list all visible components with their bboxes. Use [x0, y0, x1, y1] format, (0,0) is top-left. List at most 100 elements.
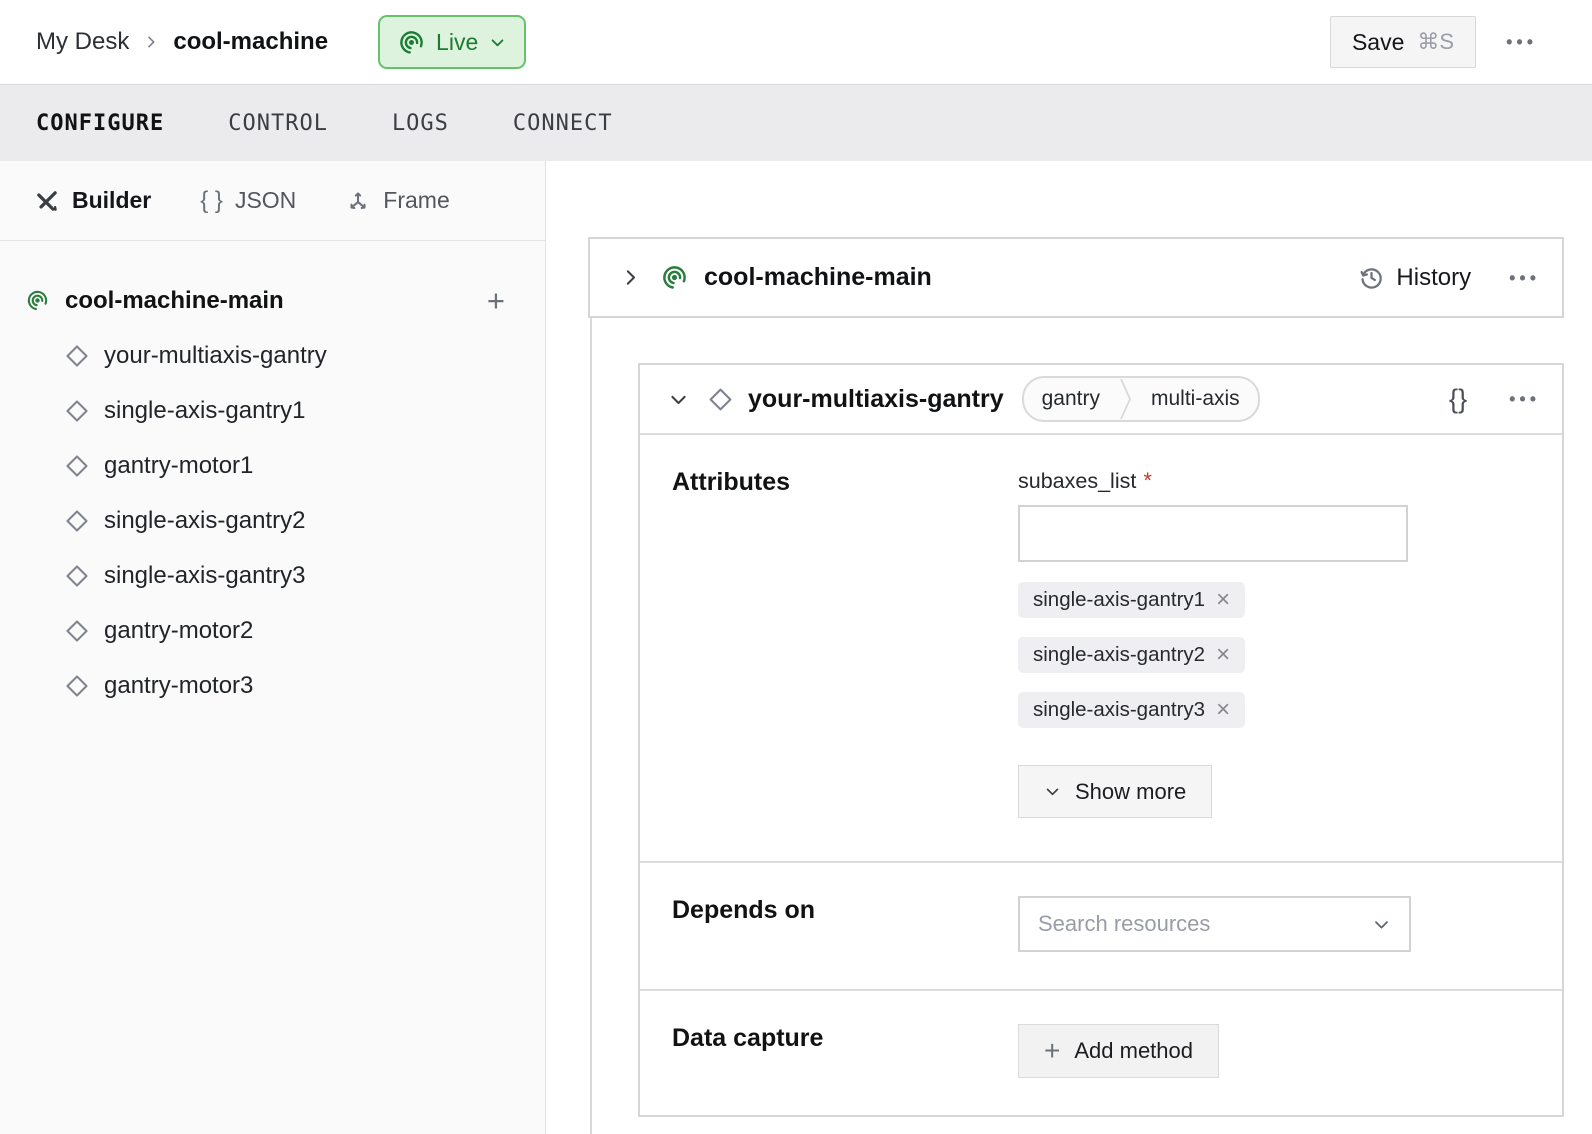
history-button[interactable]: History	[1358, 264, 1471, 292]
more-options-icon[interactable]: •••	[1506, 33, 1537, 51]
depends-on-section-label: Depends on	[640, 863, 1018, 989]
top-bar: My Desk cool-machine Live Save ⌘S •••	[0, 0, 1592, 84]
collapse-chevron-down-icon[interactable]	[668, 389, 689, 410]
tab-logs[interactable]: LOGS	[392, 111, 449, 136]
tree-item-label: gantry-motor2	[104, 617, 253, 645]
machine-broadcast-icon	[398, 29, 425, 56]
remove-chip-icon[interactable]: ×	[1216, 698, 1230, 722]
expand-chevron-right-icon[interactable]	[620, 267, 641, 288]
tree-item-label: gantry-motor3	[104, 672, 253, 700]
depends-on-placeholder: Search resources	[1038, 911, 1210, 937]
tree-item-single-axis-gantry3[interactable]: single-axis-gantry3	[0, 548, 545, 603]
breadcrumb-parent[interactable]: My Desk	[36, 28, 129, 56]
chip-single-axis-gantry2: single-axis-gantry2 ×	[1018, 637, 1245, 673]
component-diamond-icon	[64, 618, 90, 644]
view-toggle-json[interactable]: { } JSON	[200, 187, 296, 215]
tools-icon	[34, 188, 60, 214]
save-button-label: Save	[1352, 29, 1404, 56]
live-status-label: Live	[436, 29, 478, 56]
part-title: cool-machine-main	[704, 263, 932, 292]
component-card-header: your-multiaxis-gantry gantry multi-axis …	[640, 365, 1562, 435]
save-button[interactable]: Save ⌘S	[1330, 16, 1476, 68]
tree-item-label: single-axis-gantry1	[104, 397, 305, 425]
history-clock-icon	[1358, 264, 1385, 291]
edit-json-icon[interactable]: {}	[1449, 386, 1467, 413]
remove-chip-icon[interactable]: ×	[1216, 643, 1230, 667]
add-method-label: Add method	[1074, 1038, 1193, 1064]
view-toggle-frame[interactable]: Frame	[345, 187, 449, 214]
tree-item-single-axis-gantry1[interactable]: single-axis-gantry1	[0, 383, 545, 438]
part-more-options-icon[interactable]: •••	[1509, 269, 1540, 287]
component-type-pill: gantry multi-axis	[1022, 376, 1260, 422]
chevron-down-icon	[1044, 783, 1061, 800]
data-capture-section-label: Data capture	[640, 991, 1018, 1115]
view-toggle-label: Builder	[72, 187, 151, 214]
component-diamond-icon	[64, 563, 90, 589]
component-diamond-icon	[707, 386, 734, 413]
tree-item-label: single-axis-gantry2	[104, 507, 305, 535]
subaxes-chip-list: single-axis-gantry1 × single-axis-gantry…	[1018, 582, 1408, 728]
breadcrumb-current: cool-machine	[173, 28, 328, 56]
plus-icon: +	[1044, 1037, 1060, 1065]
subaxes-list-input[interactable]	[1018, 505, 1408, 562]
component-diamond-icon	[64, 343, 90, 369]
chip-label: single-axis-gantry2	[1033, 643, 1205, 667]
chevron-down-icon	[489, 34, 506, 51]
component-type-tag: gantry	[1024, 387, 1118, 411]
resource-tree: cool-machine-main + your-multiaxis-gantr…	[0, 241, 545, 713]
braces-icon: { }	[200, 187, 223, 215]
view-toggle-label: Frame	[383, 187, 449, 214]
breadcrumb-chevron-icon	[143, 34, 159, 50]
view-toggle-label: JSON	[235, 187, 296, 214]
tree-item-label: single-axis-gantry3	[104, 562, 305, 590]
required-asterisk: *	[1143, 468, 1152, 494]
machine-broadcast-icon	[661, 264, 688, 291]
tree-root-cool-machine-main[interactable]: cool-machine-main +	[0, 273, 545, 328]
data-capture-section: Data capture + Add method	[640, 991, 1562, 1115]
chip-label: single-axis-gantry1	[1033, 588, 1205, 612]
tree-item-your-multiaxis-gantry[interactable]: your-multiaxis-gantry	[0, 328, 545, 383]
show-more-label: Show more	[1075, 779, 1186, 805]
main-panel: cool-machine-main History ••• your-multi…	[546, 161, 1592, 1134]
component-diamond-icon	[64, 453, 90, 479]
tab-connect[interactable]: CONNECT	[513, 111, 613, 136]
live-status-dropdown[interactable]: Live	[378, 15, 526, 69]
chevron-down-icon	[1372, 915, 1391, 934]
component-title: your-multiaxis-gantry	[748, 385, 1004, 414]
component-more-options-icon[interactable]: •••	[1509, 390, 1540, 408]
chip-label: single-axis-gantry3	[1033, 698, 1205, 722]
add-method-button[interactable]: + Add method	[1018, 1024, 1219, 1078]
history-label: History	[1396, 264, 1471, 292]
chip-single-axis-gantry3: single-axis-gantry3 ×	[1018, 692, 1245, 728]
nesting-rail	[590, 318, 592, 1134]
component-diamond-icon	[64, 398, 90, 424]
tree-item-single-axis-gantry2[interactable]: single-axis-gantry2	[0, 493, 545, 548]
tree-root-label: cool-machine-main	[65, 287, 284, 315]
component-diamond-icon	[64, 508, 90, 534]
tree-item-gantry-motor2[interactable]: gantry-motor2	[0, 603, 545, 658]
main-tab-bar: CONFIGURE CONTROL LOGS CONNECT	[0, 84, 1592, 161]
tab-control[interactable]: CONTROL	[228, 111, 328, 136]
tree-item-gantry-motor1[interactable]: gantry-motor1	[0, 438, 545, 493]
depends-on-select[interactable]: Search resources	[1018, 896, 1411, 952]
tree-item-label: your-multiaxis-gantry	[104, 342, 327, 370]
pill-separator-chevron-icon	[1118, 378, 1133, 420]
save-shortcut-hint: ⌘S	[1417, 29, 1454, 55]
config-sidebar: Builder { } JSON Frame	[0, 161, 546, 1134]
view-toggle-builder[interactable]: Builder	[34, 187, 151, 214]
component-model-tag: multi-axis	[1133, 387, 1258, 411]
subaxes-list-field-label: subaxes_list	[1018, 469, 1136, 494]
component-card: your-multiaxis-gantry gantry multi-axis …	[638, 363, 1564, 1117]
tab-configure[interactable]: CONFIGURE	[36, 111, 164, 136]
add-component-icon[interactable]: +	[487, 285, 505, 316]
depends-on-section: Depends on Search resources	[640, 863, 1562, 991]
component-diamond-icon	[64, 673, 90, 699]
remove-chip-icon[interactable]: ×	[1216, 588, 1230, 612]
attributes-section: Attributes subaxes_list * single-axis-ga…	[640, 435, 1562, 863]
show-more-button[interactable]: Show more	[1018, 765, 1212, 818]
view-toggle-group: Builder { } JSON Frame	[0, 161, 545, 241]
tree-item-gantry-motor3[interactable]: gantry-motor3	[0, 658, 545, 713]
tree-item-label: gantry-motor1	[104, 452, 253, 480]
chip-single-axis-gantry1: single-axis-gantry1 ×	[1018, 582, 1245, 618]
attributes-section-label: Attributes	[640, 435, 1018, 861]
